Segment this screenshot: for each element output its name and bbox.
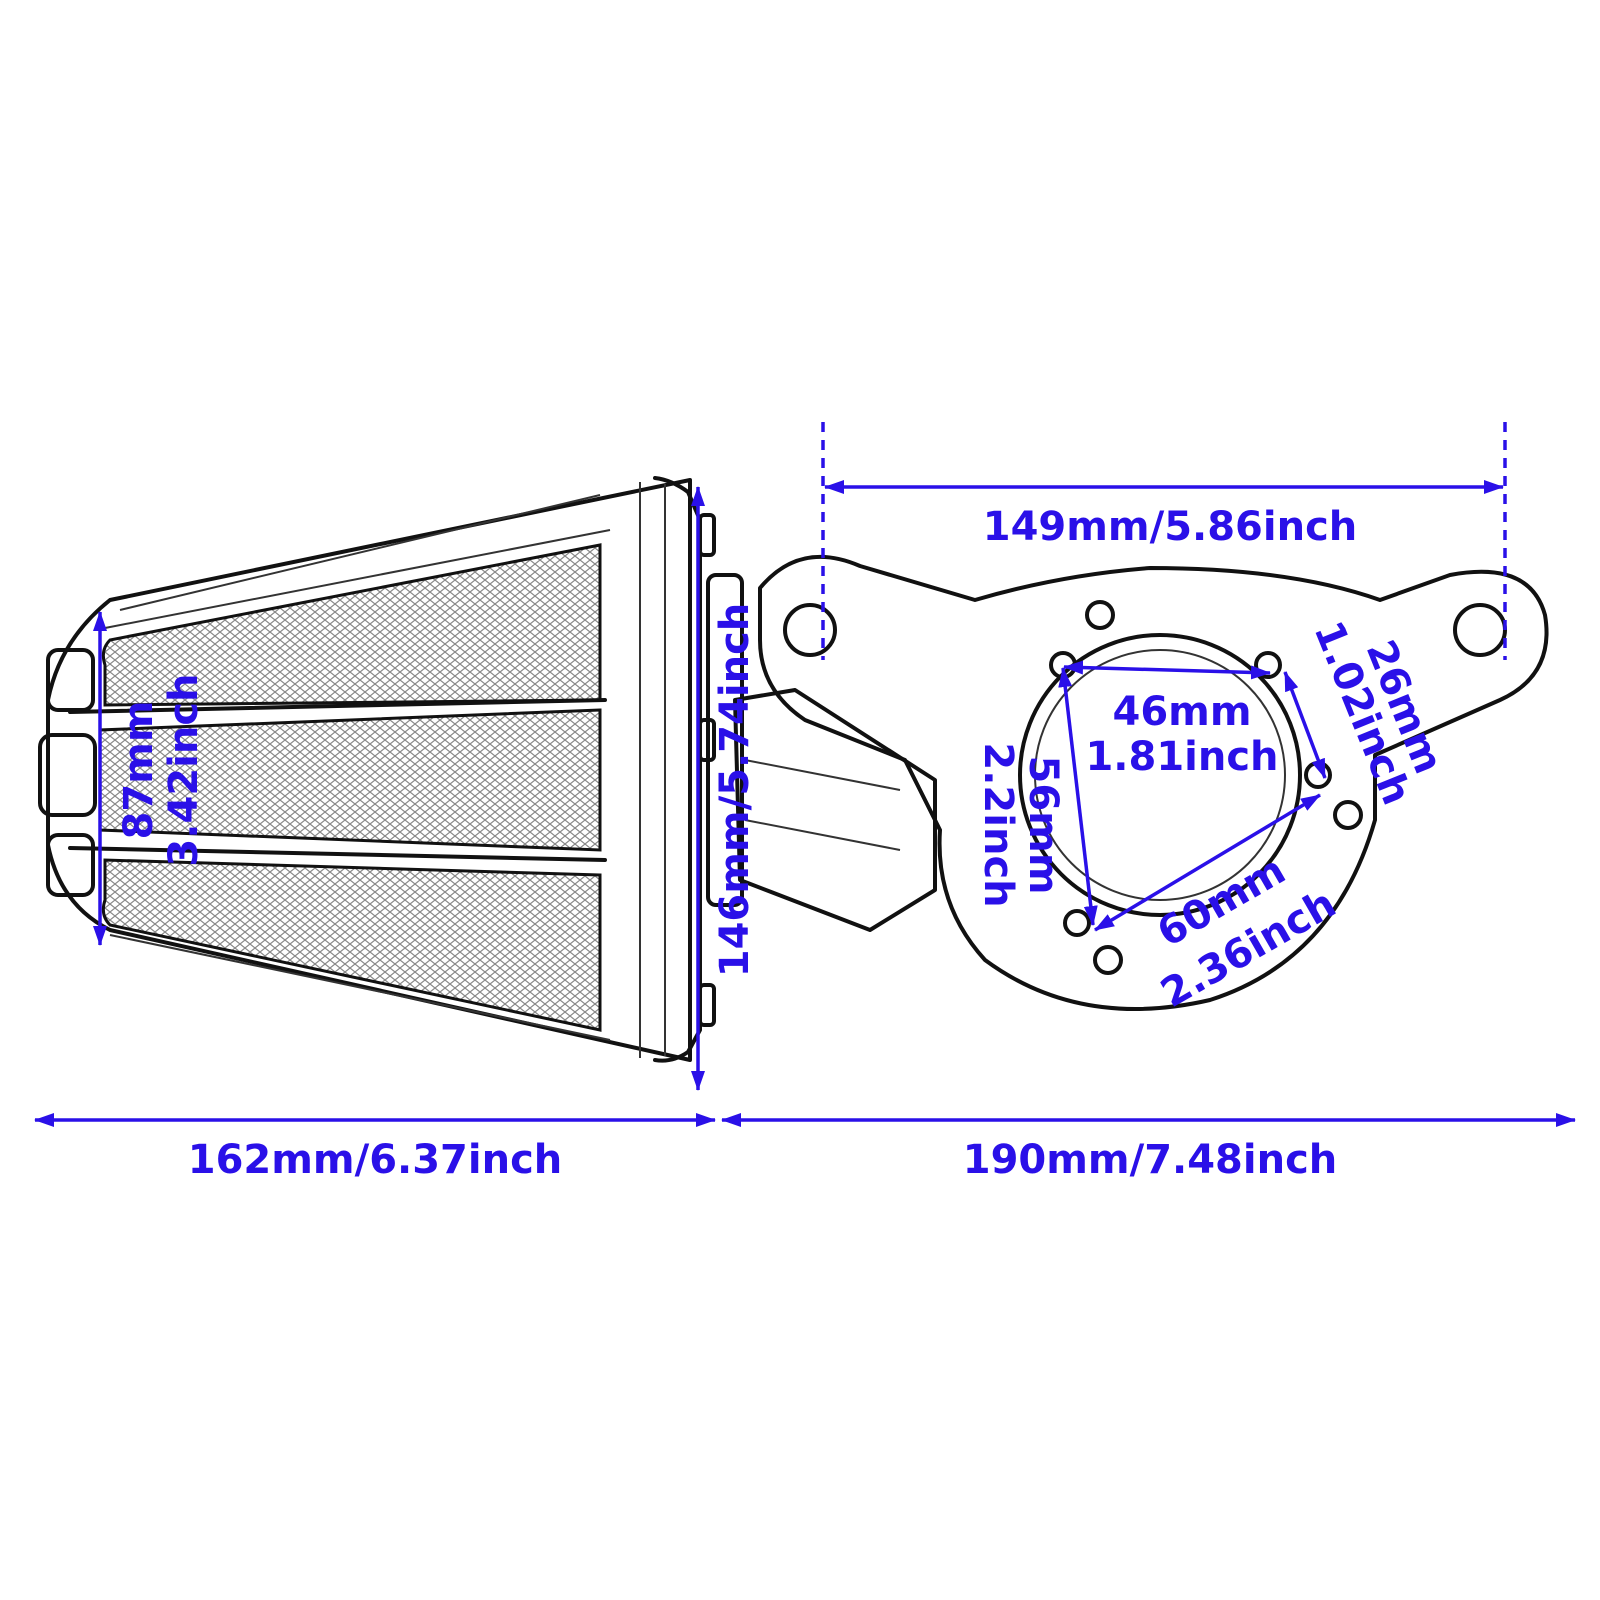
dim-diagonal-line bbox=[1094, 793, 1321, 932]
dim-bore-width-line bbox=[1063, 660, 1271, 680]
label-intake-height-in: 3.42inch bbox=[161, 673, 207, 866]
label-filter-length: 162mm/6.37inch bbox=[188, 1137, 563, 1183]
label-bracket-length: 190mm/7.48inch bbox=[963, 1137, 1338, 1183]
dim-bore-height-line bbox=[1058, 667, 1098, 926]
label-bore-width-mm: 46mm bbox=[1112, 689, 1251, 735]
label-bore-height-in: 2.2inch bbox=[975, 742, 1021, 907]
label-bore-height-mm: 56mm bbox=[1020, 755, 1066, 894]
mounting-bracket-icon bbox=[706, 554, 1549, 1011]
label-hole-spacing: 149mm/5.86inch bbox=[983, 504, 1358, 550]
dim-hole-gap-line bbox=[1283, 671, 1327, 779]
label-bore-width-in: 1.81inch bbox=[1085, 734, 1278, 780]
label-face-height: 146mm/5.74inch bbox=[712, 603, 758, 978]
label-intake-height-mm: 87mm bbox=[116, 700, 162, 839]
dimension-lines bbox=[34, 422, 1576, 1127]
